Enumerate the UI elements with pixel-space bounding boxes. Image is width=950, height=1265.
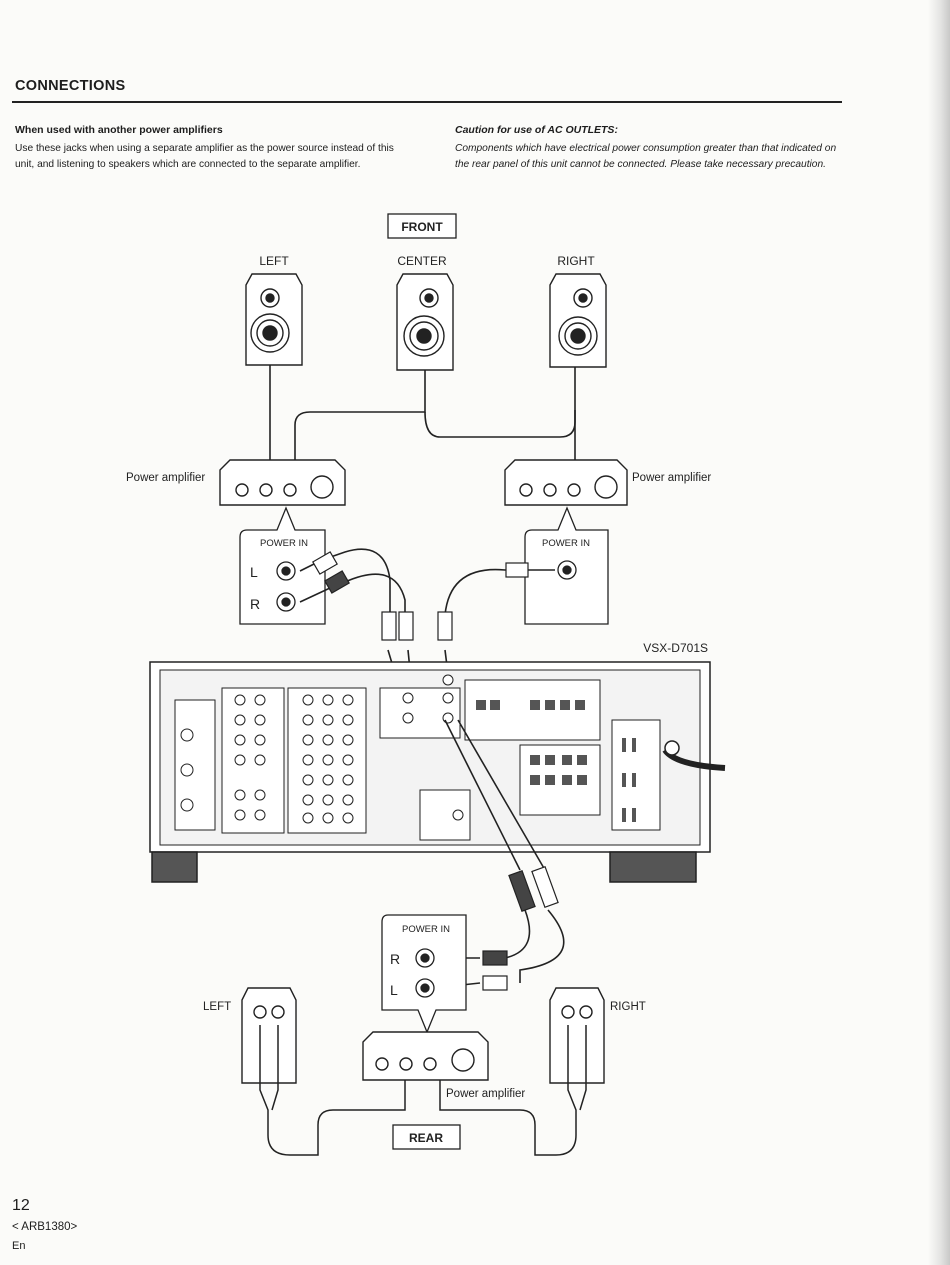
power-in-left-text: POWER IN xyxy=(260,538,308,549)
power-in-rear-text: POWER IN xyxy=(402,924,450,935)
power-in-rear-r: R xyxy=(390,951,400,967)
receiver-rear-panel xyxy=(149,661,726,883)
power-in-rear-l: L xyxy=(390,982,398,998)
rear-left-label: LEFT xyxy=(203,1001,231,1013)
left-body: Use these jacks when using a separate am… xyxy=(15,143,394,170)
front-speaker-wires xyxy=(269,365,576,460)
left-heading: When used with another power amplifiers xyxy=(15,124,223,136)
rear-rca-plugs xyxy=(482,865,559,991)
header-rule xyxy=(12,101,842,103)
power-in-right-text: POWER IN xyxy=(542,538,590,549)
document-code: < ARB1380> xyxy=(12,1221,78,1233)
amp-right-label: Power amplifier xyxy=(632,472,711,484)
connection-diagram: FRONT LEFT CENTER RIGHT Power amplifier xyxy=(126,213,726,1156)
speaker-right xyxy=(549,273,607,368)
amp-rear xyxy=(362,1031,489,1081)
speaker-center-label: CENTER xyxy=(397,254,447,268)
page-edge-shadow xyxy=(928,0,950,1265)
rear-label: REAR xyxy=(409,1131,443,1145)
right-heading: Caution for use of AC OUTLETS: xyxy=(455,124,618,136)
rear-speaker-wires xyxy=(259,1025,587,1156)
language-code: En xyxy=(12,1240,26,1252)
power-in-right-callout xyxy=(524,506,609,625)
amp-front-right xyxy=(504,459,628,506)
speaker-left-label: LEFT xyxy=(259,254,289,268)
power-in-left-callout xyxy=(239,506,326,625)
front-label: FRONT xyxy=(401,220,443,234)
rear-right-label: RIGHT xyxy=(610,1001,646,1013)
speaker-left xyxy=(245,273,303,366)
front-rca-plugs xyxy=(312,551,529,641)
amp-front-left xyxy=(219,459,346,506)
speaker-rear-right xyxy=(549,987,605,1084)
speaker-right-label: RIGHT xyxy=(557,254,595,268)
page-number: 12 xyxy=(12,1197,30,1214)
power-in-left-r: R xyxy=(250,596,260,612)
amp-left-label: Power amplifier xyxy=(126,472,205,484)
power-in-rear-callout xyxy=(381,914,467,1034)
amp-rear-label: Power amplifier xyxy=(446,1088,525,1100)
speaker-center xyxy=(396,273,454,371)
model-name: VSX-D701S xyxy=(643,641,708,655)
rear-rca-cables xyxy=(433,719,565,989)
section-title: CONNECTIONS xyxy=(15,78,126,94)
speaker-terminals xyxy=(476,700,636,822)
rear-label-box: REAR xyxy=(392,1124,461,1150)
receiver-jacks xyxy=(180,674,464,824)
power-in-left-l: L xyxy=(250,564,258,580)
front-label-box: FRONT xyxy=(387,213,457,239)
speaker-rear-left xyxy=(241,987,297,1084)
right-body: Components which have electrical power c… xyxy=(455,143,837,170)
